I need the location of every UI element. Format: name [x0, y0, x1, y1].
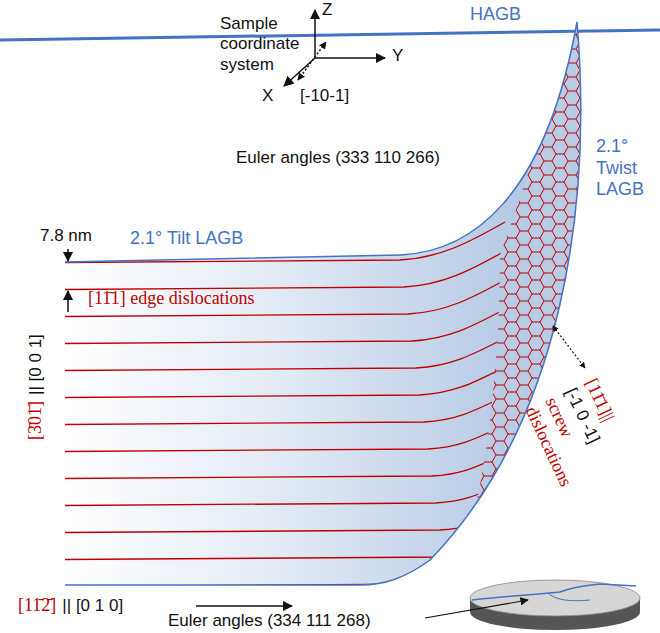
dimension-label: 7.8 nm [40, 226, 92, 246]
edge-dislocation [65, 512, 505, 533]
boundary-label: 2.1° Tilt LAGB [130, 228, 243, 250]
direction-label-group: [3̄01̄] || [0 0 1] [24, 334, 47, 440]
direction-arrow [196, 605, 292, 607]
sample-direction: || [0 0 1] [26, 334, 45, 395]
axis-caption: Sample coordinate system [220, 14, 312, 75]
direction-label-group: [11̄1]||[-1 0 -1]screw dislocations [520, 375, 648, 514]
twist-direction-arrow [553, 326, 585, 368]
orientation-label: Euler angles (334 111 268) [168, 611, 371, 631]
lagb-outline [65, 22, 581, 585]
sample-direction: || [0 1 0] [62, 596, 123, 615]
edge-dislocation [65, 425, 505, 452]
crystal-direction: [3̄01̄] [25, 401, 45, 440]
axis-label: Z [322, 0, 332, 20]
screw-network-band [455, 22, 582, 580]
boundary-label: 2.1° Twist LAGB [596, 136, 654, 201]
sample-disk [470, 580, 640, 630]
spacing-arrow [67, 249, 69, 261]
edge-dislocation [65, 222, 505, 263]
leader-arrow [425, 600, 528, 618]
edge-dislocation [65, 338, 505, 371]
edge-dislocation [65, 570, 505, 587]
edge-dislocation [65, 309, 505, 344]
crystal-direction: [11̄2̄] [18, 595, 56, 615]
axis-label: Y [392, 46, 403, 66]
direction-label-group: [11̄2̄] || [0 1 0] [18, 594, 123, 617]
direction-label: [-10-1] [300, 86, 349, 106]
screw-dislocation-network [455, 22, 582, 580]
edge-dislocation-lines [65, 222, 505, 587]
hagb-line [0, 30, 660, 40]
edge-dislocation [65, 454, 505, 479]
burgers-arrow [67, 291, 69, 312]
orientation-label: Euler angles (333 110 266) [236, 148, 440, 168]
edge-dislocation [65, 280, 505, 317]
axis-label: X [262, 86, 273, 106]
edge-dislocation [65, 483, 505, 506]
edge-dislocation [65, 367, 505, 398]
edge-dislocation [65, 396, 505, 425]
dislocation-label: [11̄1] edge dislocations [88, 288, 255, 310]
boundary-label: HAGB [470, 4, 521, 26]
